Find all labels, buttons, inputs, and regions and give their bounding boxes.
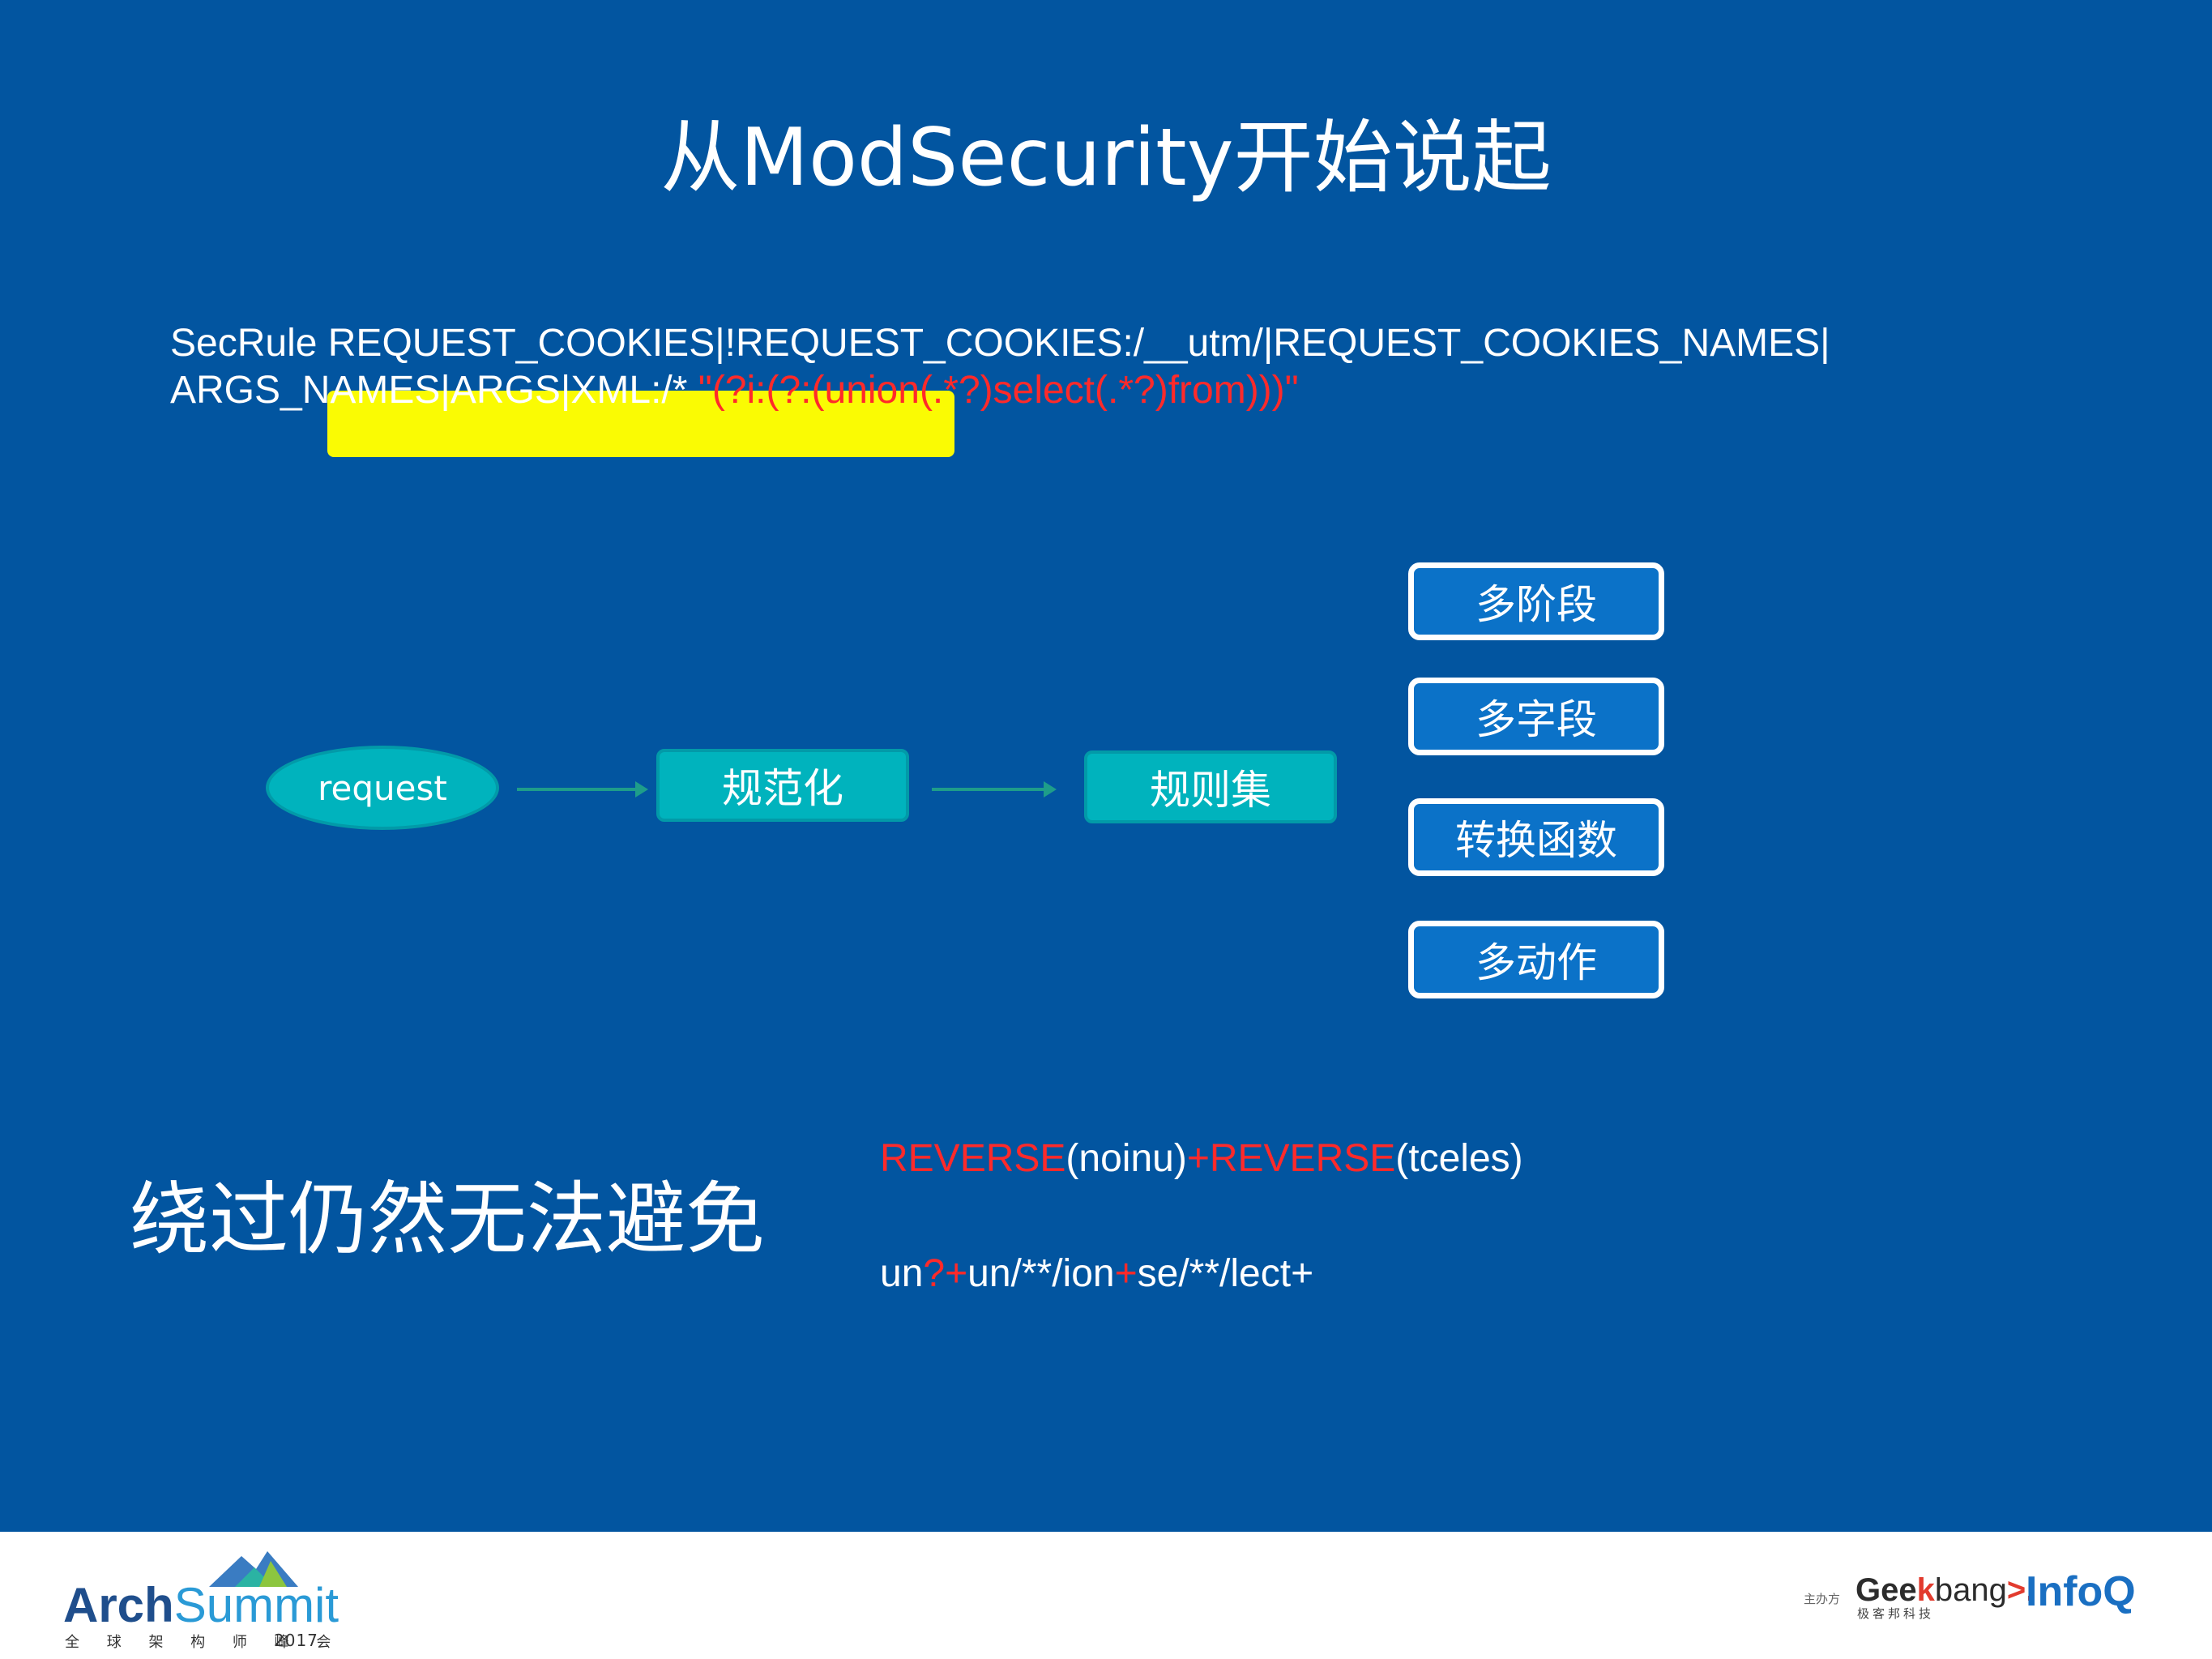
formula-fn-reverse-2: REVERSE — [1209, 1137, 1396, 1180]
request-node: request — [266, 746, 499, 830]
geek-text: Gee — [1855, 1572, 1917, 1608]
formula2-plus-1: + — [945, 1252, 968, 1295]
arrow-request-to-normalize — [517, 781, 648, 797]
archsummit-year: 2017 — [274, 1631, 318, 1650]
footer — [0, 1532, 2212, 1659]
bypass-formula-comment: un?+un/**/ion+se/**/lect+ — [880, 1250, 1313, 1298]
mountain-icon — [209, 1551, 298, 1587]
arrow-normalize-to-ruleset — [932, 781, 1057, 797]
formula-fn-reverse-1: REVERSE — [880, 1137, 1066, 1180]
geek-arrow-text: >. — [2006, 1572, 2035, 1608]
slide: 从ModSecurity开始说起 SecRule REQUEST_COOKIES… — [0, 0, 2212, 1532]
slide-title: 从ModSecurity开始说起 — [660, 112, 1552, 204]
bypass-formula-reverse: REVERSE(noinu)+REVERSE(tceles) — [880, 1135, 1523, 1183]
formula-plus: + — [1186, 1137, 1210, 1180]
ruleset-node: 规则集 — [1084, 750, 1337, 823]
feature-multi-phase: 多阶段 — [1408, 562, 1664, 640]
formula2-question: ? — [923, 1252, 946, 1295]
secrule-regex: "(?i:(?:(union(.*?)select(.*?)from)))" — [698, 369, 1299, 412]
bypass-title: 绕过仍然无法避免 — [130, 1174, 766, 1266]
formula2-part-1: un — [880, 1252, 924, 1295]
archsummit-subtitle: 全 球 架 构 师 峰 会 — [65, 1634, 343, 1651]
normalize-node: 规范化 — [656, 749, 909, 822]
archsummit-wordmark: ArchSummit — [63, 1579, 339, 1632]
summit-text: Summit — [173, 1578, 339, 1632]
formula2-plus-2: + — [1114, 1252, 1138, 1295]
geekbang-subtitle: 极客邦科技 — [1857, 1606, 1935, 1621]
feature-multi-field: 多字段 — [1408, 678, 1664, 755]
sponsor-label: 主办方 — [1804, 1592, 1841, 1606]
geekbang-logo: Geekbang>. — [1855, 1572, 2035, 1608]
yellow-highlight-box — [327, 391, 954, 457]
secrule-line-2-prefix: ARGS_NAMES|ARGS|XML:/* — [170, 369, 698, 412]
secrule-line-1: SecRule REQUEST_COOKIES|!REQUEST_COOKIES… — [170, 322, 1830, 365]
arch-text: Arch — [63, 1578, 174, 1632]
geek-k-text: k — [1916, 1572, 1935, 1608]
formula2-part-2: un/**/ion — [967, 1252, 1115, 1295]
bang-text: bang — [1934, 1572, 2007, 1608]
infoq-logo: InfoQ — [2026, 1568, 2136, 1615]
feature-transform-functions: 转换函数 — [1408, 798, 1664, 876]
feature-multi-action: 多动作 — [1408, 921, 1664, 998]
secrule-code: SecRule REQUEST_COOKIES|!REQUEST_COOKIES… — [170, 320, 2115, 414]
formula2-part-3: se/**/lect+ — [1137, 1252, 1314, 1295]
formula-arg-1: (noinu) — [1065, 1137, 1187, 1180]
formula-arg-2: (tceles) — [1395, 1137, 1523, 1180]
archsummit-logo: ArchSummit 全 球 架 构 师 峰 会 2017 — [63, 1550, 339, 1653]
